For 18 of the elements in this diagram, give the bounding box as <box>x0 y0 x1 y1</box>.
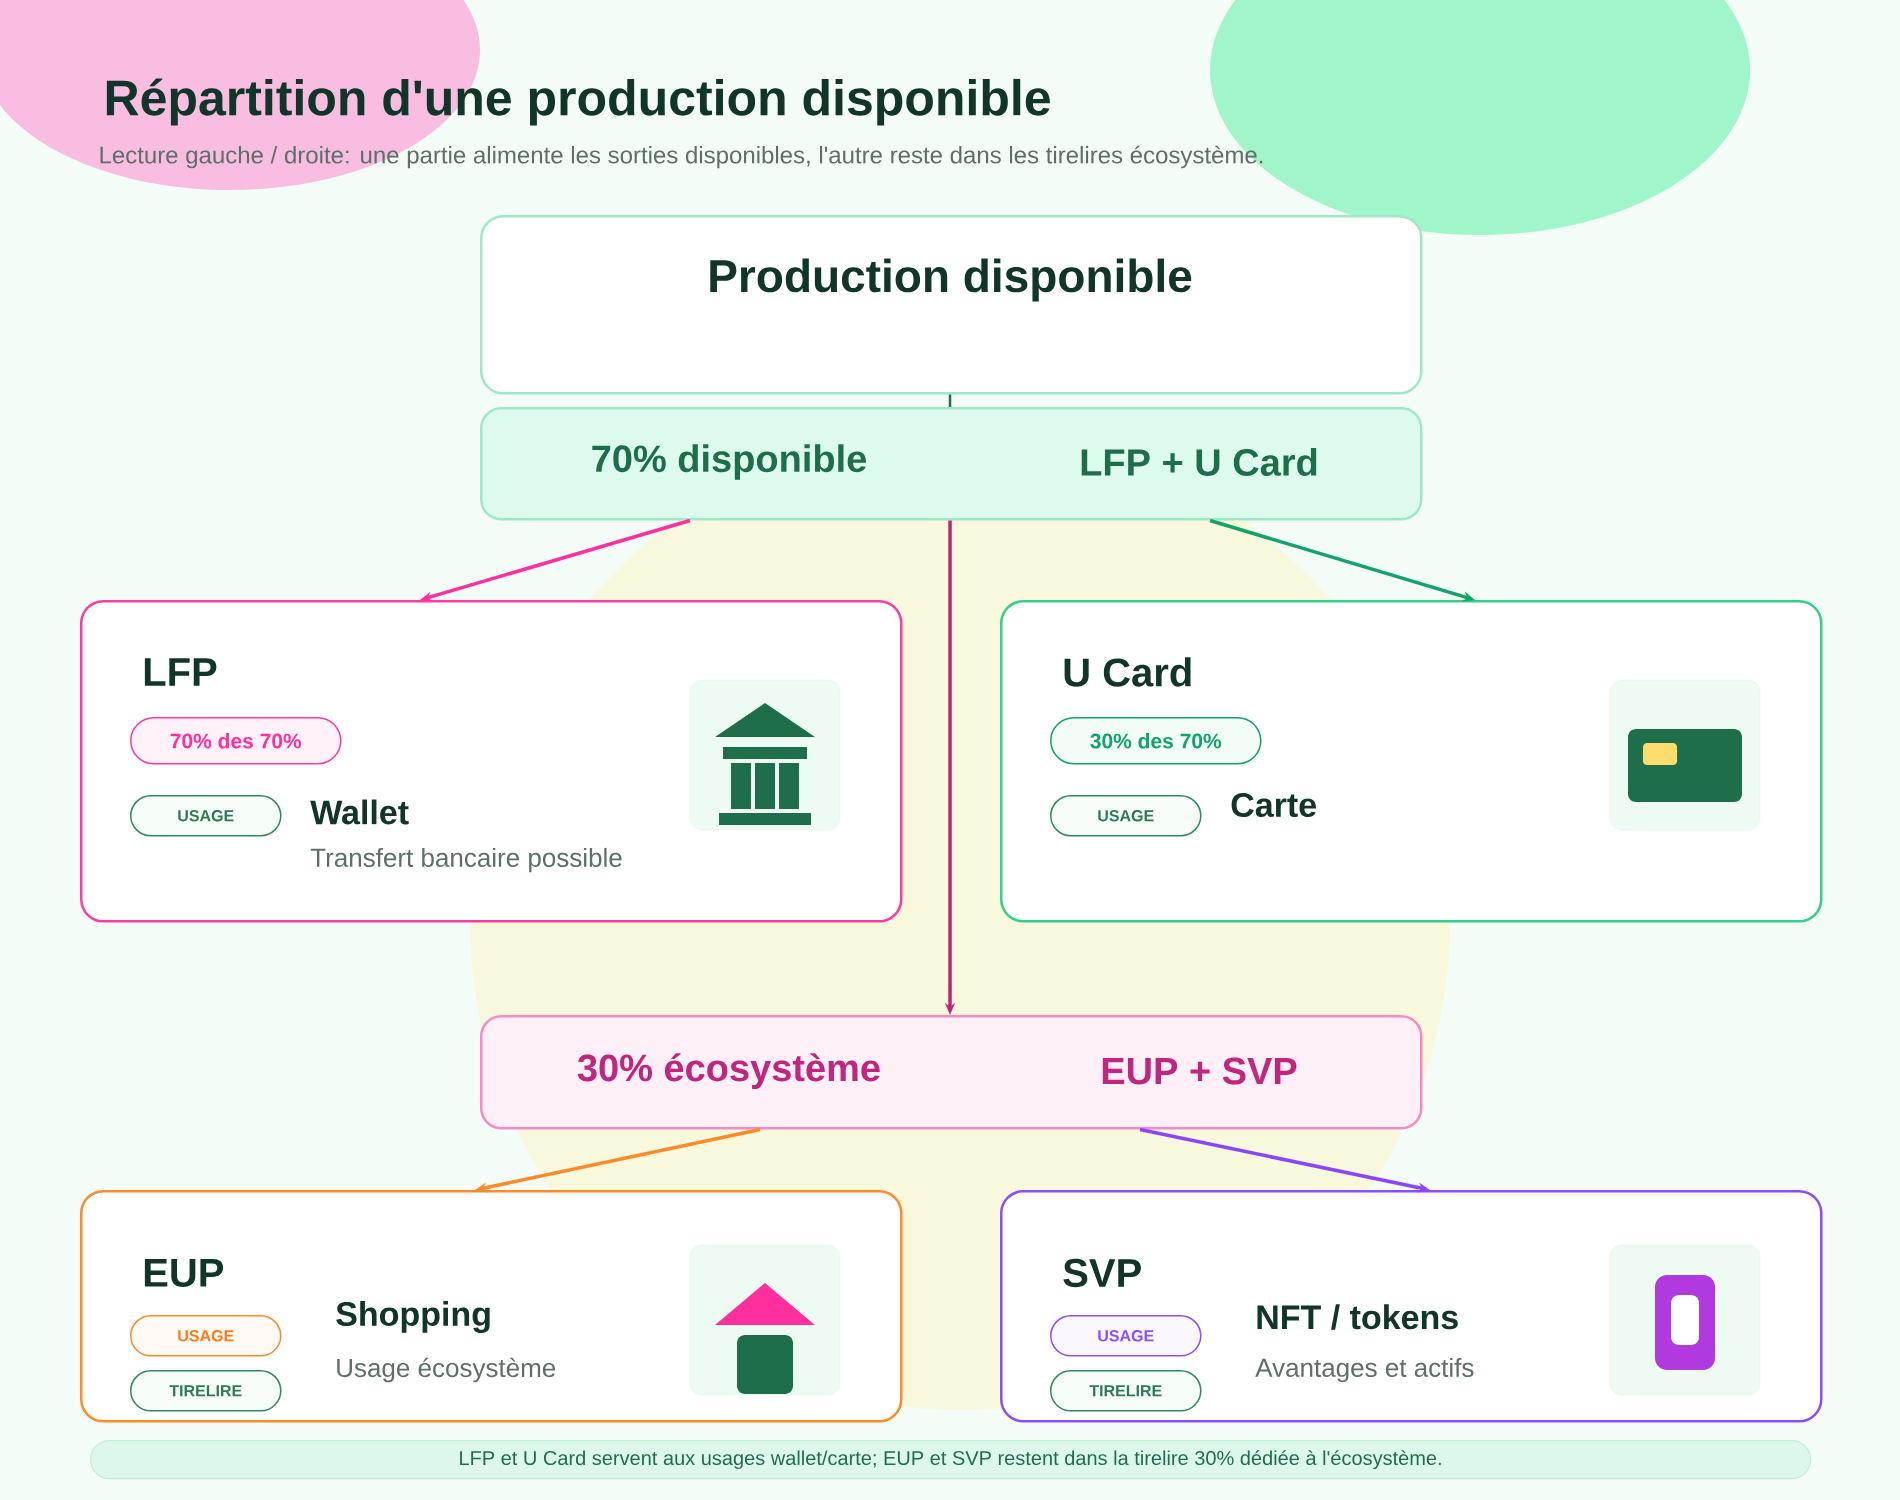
node-label: LFP <box>144 658 217 686</box>
split-band: 70% disponible LFP + U Card <box>480 407 1423 521</box>
node-label: Wallet <box>310 799 409 825</box>
title: Répartition d'une production disponible <box>106 78 1050 126</box>
split-band: 30% écosystème EUP + SVP <box>480 1015 1423 1130</box>
footer-note: LFP et U Card servent aux usages wallet/carte; EUP et SVP restent dans la tirelire 30% dédiée à l'écosystème. <box>90 1440 1812 1480</box>
tag-pill: 70% des 70% <box>130 717 342 765</box>
tag-pill: TIRELIRE <box>1050 1370 1202 1412</box>
node-label: Carte <box>1231 792 1316 818</box>
tag-pill: USAGE <box>130 795 282 837</box>
tag-pill: 30% des 70% <box>1050 717 1262 765</box>
tag-pill: TIRELIRE <box>130 1370 282 1412</box>
source-box: Production disponible <box>480 215 1423 395</box>
tag-pill: USAGE <box>1050 1315 1202 1357</box>
node-label: U Card <box>1064 657 1191 687</box>
node-label: Transfert bancaire possible <box>310 847 622 873</box>
tag-pill: USAGE <box>1050 795 1202 837</box>
tag-pill: USAGE <box>130 1315 282 1357</box>
